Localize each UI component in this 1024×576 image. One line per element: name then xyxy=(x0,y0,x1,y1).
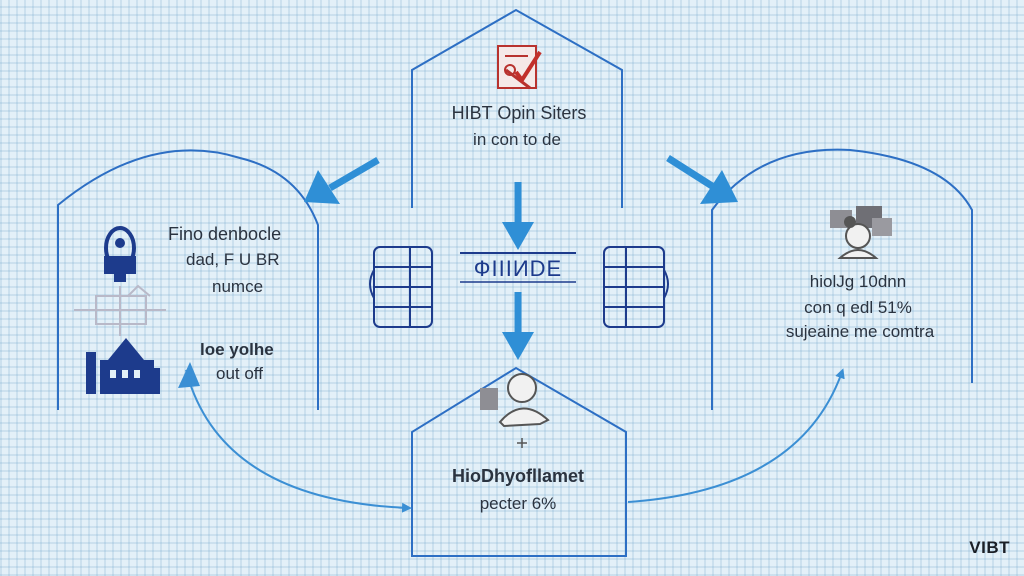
lock-icon xyxy=(104,226,136,282)
bottom-box-outline xyxy=(411,366,627,557)
right-box-line2: sujeaine me comtra xyxy=(785,322,935,341)
left-box-outline xyxy=(57,149,319,410)
curve-left-to-bottom xyxy=(185,369,412,513)
checklist-icon xyxy=(497,45,542,90)
left-box-lower-line: out off xyxy=(216,364,263,383)
brand-logo: VIBT xyxy=(969,538,1010,557)
left-box-lower-title: loe yolhe xyxy=(200,340,274,359)
bottom-box-line1: pecter 6% xyxy=(479,494,557,513)
document-icon xyxy=(74,284,166,336)
arrow-down-lower xyxy=(502,292,534,360)
left-hand-icon xyxy=(369,246,433,328)
arrow-down-upper xyxy=(502,182,534,250)
curve-bottom-to-right xyxy=(627,368,845,503)
right-box-line1: con q edl 51% xyxy=(804,298,912,317)
arrow-top-to-left xyxy=(304,156,380,204)
left-box-line1: dad, F U BR xyxy=(186,250,280,269)
building-icon xyxy=(86,338,160,394)
right-user-devices-icon xyxy=(830,206,892,259)
right-hand-icon xyxy=(603,246,669,328)
curve-left-head xyxy=(178,362,200,388)
top-box-title: HIBT Opin Siters xyxy=(451,103,587,123)
center-label: ФIIIИDE xyxy=(473,256,563,281)
right-box-title: hiolJg 10dnn xyxy=(809,272,907,291)
left-box-title: Fino denbocle xyxy=(168,224,282,244)
right-box-outline xyxy=(711,148,973,410)
top-box-outline xyxy=(411,8,623,208)
top-box-subtitle: in con to de xyxy=(473,130,561,149)
bottom-user-devices-icon xyxy=(480,373,550,448)
left-box-line2: numce xyxy=(212,277,264,296)
bottom-box-title: HioDhyofllamet xyxy=(451,466,585,486)
arrow-top-to-right xyxy=(666,155,738,204)
